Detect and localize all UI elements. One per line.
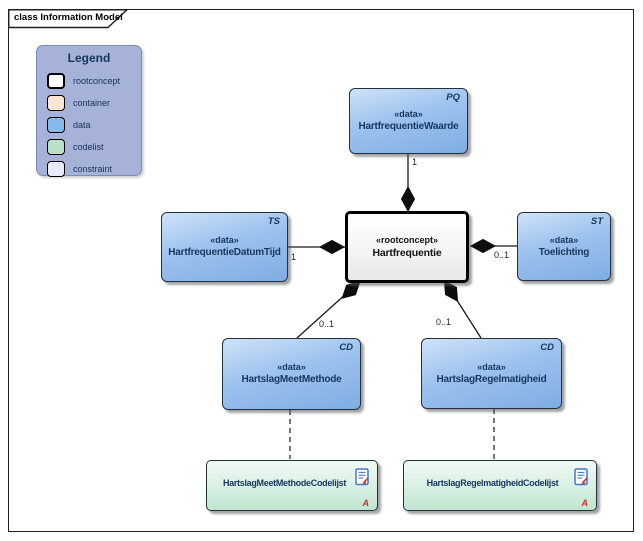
codelist-document-icon (355, 468, 369, 486)
node-name: HartfrequentieDatumTijd (168, 247, 281, 258)
constraint-swatch (47, 161, 65, 177)
node-hartslagmeetmethodecodelijst[interactable]: HartslagMeetMethodeCodelijst A (206, 460, 378, 511)
node-toelichting[interactable]: ST «data» Toelichting (517, 212, 611, 281)
node-name: HartslagRegelmatigheid (436, 373, 547, 385)
datatype-code: TS (267, 216, 280, 227)
abstract-marker: A (581, 498, 589, 508)
legend-item-container: container (37, 92, 141, 114)
multiplicity-waarde: 1 (412, 157, 418, 167)
node-hartfrequentiedatumtijd[interactable]: TS «data» HartfrequentieDatumTijd (161, 212, 288, 282)
legend-item-label: constraint (73, 164, 113, 174)
legend-item-label: rootconcept (73, 76, 121, 86)
stereotype-label: «data» (477, 361, 506, 372)
node-name: HartslagRegelmatigheidCodelijst (426, 477, 559, 488)
rootconcept-swatch (47, 73, 65, 89)
stereotype-label: «rootconcept» (375, 235, 438, 245)
stereotype-label: «data» (549, 234, 579, 245)
node-hartfrequentie-rootconcept[interactable]: «rootconcept» Hartfrequentie (345, 211, 469, 283)
data-swatch (47, 117, 65, 133)
datatype-code: CD (339, 342, 353, 353)
node-name: HartfrequentieWaarde (358, 121, 459, 132)
frame-tab-shape (8, 9, 129, 29)
container-swatch (47, 95, 65, 111)
multiplicity-toelichting: 0..1 (494, 250, 510, 260)
multiplicity-datumtijd: 1 (291, 252, 297, 262)
frame-title: class Information Model (14, 12, 123, 23)
legend-item-label: data (73, 120, 91, 130)
legend-item-label: codelist (73, 142, 104, 152)
datatype-code: PQ (446, 92, 460, 103)
node-name: Hartfrequentie (372, 247, 442, 259)
legend-item-label: container (73, 98, 111, 108)
node-hartslagregelmatigheidcodelijst[interactable]: HartslagRegelmatigheidCodelijst A (403, 460, 597, 511)
node-name: HartslagMeetMethode (241, 374, 342, 385)
codelist-swatch (47, 139, 65, 155)
stereotype-label: «data» (277, 362, 306, 372)
node-hartslagmeetmethode[interactable]: CD «data» HartslagMeetMethode (222, 338, 361, 410)
node-hartslagregelmatigheid[interactable]: CD «data» HartslagRegelmatigheid (421, 338, 562, 409)
legend-item-constraint: constraint (37, 158, 141, 180)
legend-item-codelist: codelist (37, 136, 141, 158)
multiplicity-regelmatigheid: 0..1 (436, 317, 452, 327)
legend-item-rootconcept: rootconcept (37, 70, 141, 92)
codelist-document-icon (574, 468, 588, 486)
node-name: HartslagMeetMethodeCodelijst (222, 477, 347, 488)
diagram-frame (8, 9, 634, 532)
legend-item-data: data (37, 114, 141, 136)
datatype-code: ST (590, 216, 603, 227)
stereotype-label: «data» (394, 109, 423, 119)
datatype-code: CD (540, 342, 554, 353)
stereotype-label: «data» (210, 235, 239, 245)
multiplicity-meetmethode: 0..1 (319, 319, 335, 329)
node-name: Toelichting (538, 246, 590, 258)
abstract-marker: A (362, 498, 370, 508)
legend: Legend rootconcept container data codeli… (36, 45, 142, 177)
legend-title: Legend (67, 51, 111, 65)
node-hartfrequentiewaarde[interactable]: PQ «data» HartfrequentieWaarde (349, 88, 468, 154)
